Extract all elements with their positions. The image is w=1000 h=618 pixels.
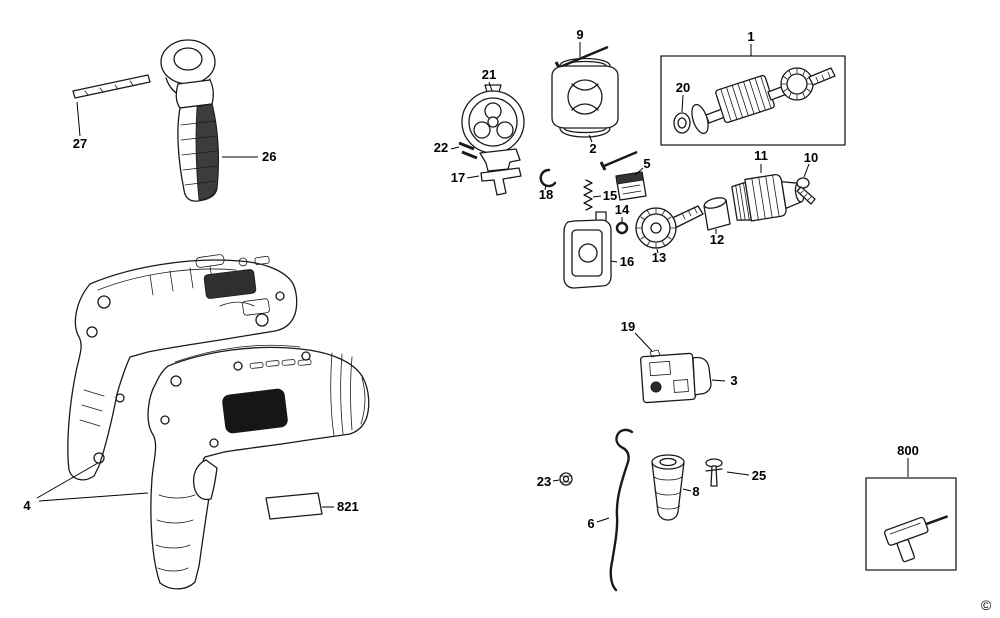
- label-821: 821: [337, 499, 359, 514]
- accessory-drill-icon: [883, 515, 949, 563]
- field-screw: [599, 150, 638, 171]
- label-25: 25: [752, 468, 766, 483]
- part-11-chuck: [731, 174, 805, 222]
- leader-5: [634, 167, 644, 176]
- part-12-sleeve: [703, 197, 731, 231]
- part-25-pin: [705, 458, 723, 487]
- label-21: 21: [482, 67, 496, 82]
- part-1-armature-box: [660, 55, 846, 146]
- leader-25: [726, 471, 750, 476]
- label-12: 12: [710, 232, 724, 247]
- part-5-brush-block: [615, 171, 647, 201]
- leader-20: [681, 94, 684, 113]
- leader-27: [76, 101, 81, 137]
- part-21-gear-plate: [461, 84, 525, 172]
- leader-21: [488, 81, 493, 92]
- part-4-housing-upper-half: [67, 259, 298, 481]
- part-15-spring: [583, 179, 593, 211]
- leader-10: [803, 163, 810, 178]
- part-4-housing-lower-half: [147, 254, 370, 590]
- part-14-washer: [615, 221, 629, 235]
- label-14: 14: [615, 202, 630, 217]
- armature-drawing: [691, 67, 836, 135]
- label-17: 17: [451, 170, 465, 185]
- label-19: 19: [621, 319, 635, 334]
- part-13-gear-spindle: [635, 205, 704, 249]
- label-15: 15: [603, 188, 617, 203]
- part-27-rod: [72, 74, 151, 99]
- leader-6: [596, 517, 610, 523]
- leader-2: [588, 134, 593, 143]
- part-18-clip: [539, 168, 557, 188]
- leader-4a: [36, 462, 99, 499]
- leader-3: [711, 379, 726, 382]
- part-3-switch: [640, 349, 712, 404]
- part-6-wire-rod: [609, 428, 634, 592]
- label-5: 5: [643, 156, 650, 171]
- leader-13: [656, 248, 659, 254]
- part-8-holder: [651, 454, 685, 521]
- label-23: 23: [537, 474, 551, 489]
- part-22-screws: [458, 141, 478, 160]
- label-800: 800: [897, 443, 919, 458]
- leader-17: [466, 175, 480, 179]
- leader-4b: [38, 492, 149, 502]
- label-9: 9: [576, 27, 583, 42]
- leader-22: [450, 146, 460, 150]
- label-1: 1: [747, 29, 754, 44]
- label-3: 3: [730, 373, 737, 388]
- label-11: 11: [754, 148, 768, 163]
- part-23-nut: [559, 472, 573, 486]
- part-821-label-plate: [265, 492, 323, 520]
- part-2-field-stator: [551, 57, 619, 138]
- label-2: 2: [589, 141, 596, 156]
- label-16: 16: [620, 254, 634, 269]
- leader-16: [610, 260, 618, 263]
- label-22: 22: [434, 140, 448, 155]
- part-10-screw: [796, 177, 816, 205]
- part-17-bracket: [480, 167, 522, 196]
- leader-15: [592, 195, 602, 198]
- leader-lines: [36, 42, 909, 523]
- label-8: 8: [692, 484, 699, 499]
- label-18: 18: [539, 187, 553, 202]
- part-16-gear-housing: [563, 211, 612, 289]
- label-4: 4: [23, 498, 31, 513]
- part-20-bearing: [673, 112, 691, 134]
- leader-18: [544, 184, 547, 191]
- leader-23: [552, 479, 560, 482]
- part-26-side-handle: [160, 39, 220, 202]
- part-labels: 27 26 9 21 1 20 2 22 17 18 15 5 14 16 13…: [23, 27, 918, 531]
- label-6: 6: [587, 516, 594, 531]
- part-800-accessory-box: [865, 477, 957, 571]
- copyright-mark: ©: [981, 597, 992, 613]
- leader-19: [634, 332, 653, 352]
- leader-8: [682, 488, 692, 492]
- label-13: 13: [652, 250, 666, 265]
- label-27: 27: [73, 136, 87, 151]
- label-10: 10: [804, 150, 818, 165]
- label-26: 26: [262, 149, 276, 164]
- label-20: 20: [676, 80, 690, 95]
